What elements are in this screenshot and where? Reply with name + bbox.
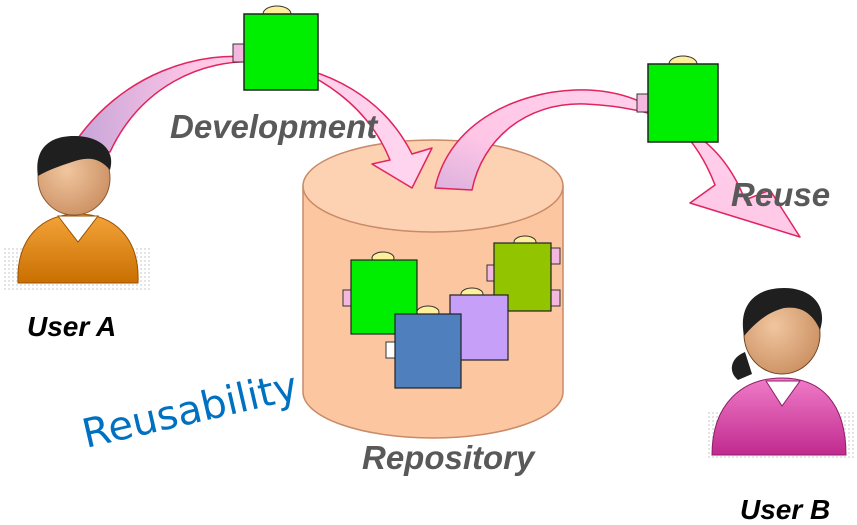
component-reuse xyxy=(636,55,719,143)
development-arrow xyxy=(69,55,433,189)
user-b-person-icon xyxy=(706,288,854,460)
repository-label: Repository xyxy=(362,439,536,476)
reuse-label: Reuse xyxy=(731,176,830,213)
reuse-arrow xyxy=(434,89,801,238)
component-development xyxy=(232,5,319,91)
user-a-person-icon xyxy=(4,136,152,290)
user-b-label: User B xyxy=(740,494,830,525)
user-a-label: User A xyxy=(27,311,116,342)
development-label: Development xyxy=(170,108,379,145)
reusability-label: Reusability xyxy=(78,364,302,458)
component-blue xyxy=(385,305,462,389)
